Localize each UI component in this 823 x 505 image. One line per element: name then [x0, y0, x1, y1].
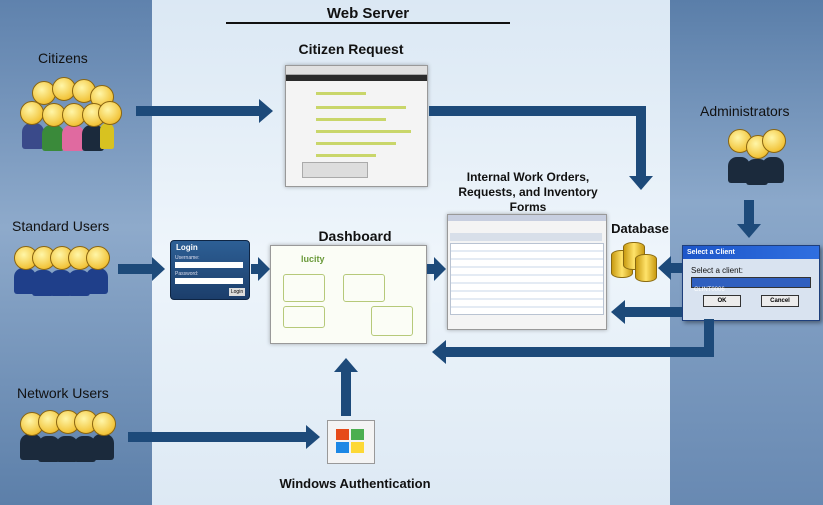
client-select[interactable]: CLINT0006 [691, 277, 811, 293]
ok-button[interactable]: OK [703, 295, 741, 307]
arrow-dialog-to-db [670, 263, 682, 273]
arrow-citizens-to-request-head [259, 99, 273, 123]
work-orders-label: Internal Work Orders, Requests, and Inve… [458, 170, 598, 214]
arrow-request-to-db-h [429, 106, 646, 116]
dashboard-label: Dashboard [318, 228, 392, 244]
dashboard-brand: lucity [301, 254, 325, 264]
arrow-citizens-to-request [136, 106, 261, 116]
arrow-dialog-to-orders-head [611, 300, 625, 324]
dialog-title: Select a Client [683, 246, 819, 259]
arrow-dialog-to-db-head [658, 256, 671, 280]
arrow-request-to-db-v [636, 106, 646, 178]
login-button[interactable]: Login [229, 288, 245, 296]
arrow-login-to-dashboard [251, 264, 259, 274]
arrow-admin-to-dialog [744, 200, 754, 226]
database-label: Database [611, 221, 669, 236]
arrow-dashboard-to-orders [427, 264, 435, 274]
windows-auth-label: Windows Authentication [279, 476, 431, 491]
arrow-dialog-to-dashboard-v [704, 319, 714, 357]
standard-users-icon [12, 238, 112, 302]
client-select-value: CLINT0006 [694, 287, 725, 293]
password-field[interactable] [175, 278, 243, 284]
citizen-request-form [285, 65, 428, 187]
login-panel: Login Username: Password: Login [170, 240, 250, 300]
arrow-standard-to-login [118, 264, 154, 274]
administrators-icon [724, 123, 786, 187]
arrow-dialog-to-dashboard-h [446, 347, 714, 357]
arrow-network-to-windows [128, 432, 308, 442]
arrow-dialog-to-dashboard-head [432, 340, 446, 364]
citizens-label: Citizens [38, 50, 88, 66]
arrow-windows-to-dashboard [341, 372, 351, 416]
network-users-label: Network Users [17, 385, 109, 401]
network-users-icon [18, 402, 118, 470]
database-icon [609, 240, 661, 290]
select-client-dialog: Select a Client Select a client: CLINT00… [682, 245, 820, 321]
arrow-standard-to-login-head [152, 257, 165, 281]
arrow-windows-to-dashboard-head [334, 358, 358, 372]
login-title: Login [176, 243, 198, 252]
standard-users-label: Standard Users [12, 218, 110, 234]
username-field[interactable] [175, 262, 243, 268]
arrow-request-to-db-head [629, 176, 653, 190]
arrow-dialog-to-orders [624, 307, 682, 317]
arrow-admin-to-dialog-head [737, 224, 761, 238]
username-label: Username: [175, 255, 200, 261]
web-server-title: Web Server [326, 5, 410, 22]
arrow-login-to-dashboard-head [258, 257, 270, 281]
administrators-label: Administrators [700, 103, 790, 119]
work-orders-screen [447, 214, 607, 330]
title-underline [226, 22, 510, 24]
dashboard-screen: lucity [270, 245, 427, 344]
windows-logo-icon [327, 420, 375, 464]
citizen-request-label: Citizen Request [298, 41, 404, 57]
dialog-prompt: Select a client: [691, 266, 744, 275]
password-label: Password: [175, 271, 199, 277]
cancel-button[interactable]: Cancel [761, 295, 799, 307]
arrow-dashboard-to-orders-head [434, 257, 446, 281]
arrow-network-to-windows-head [306, 425, 320, 449]
citizens-icon [14, 73, 122, 163]
